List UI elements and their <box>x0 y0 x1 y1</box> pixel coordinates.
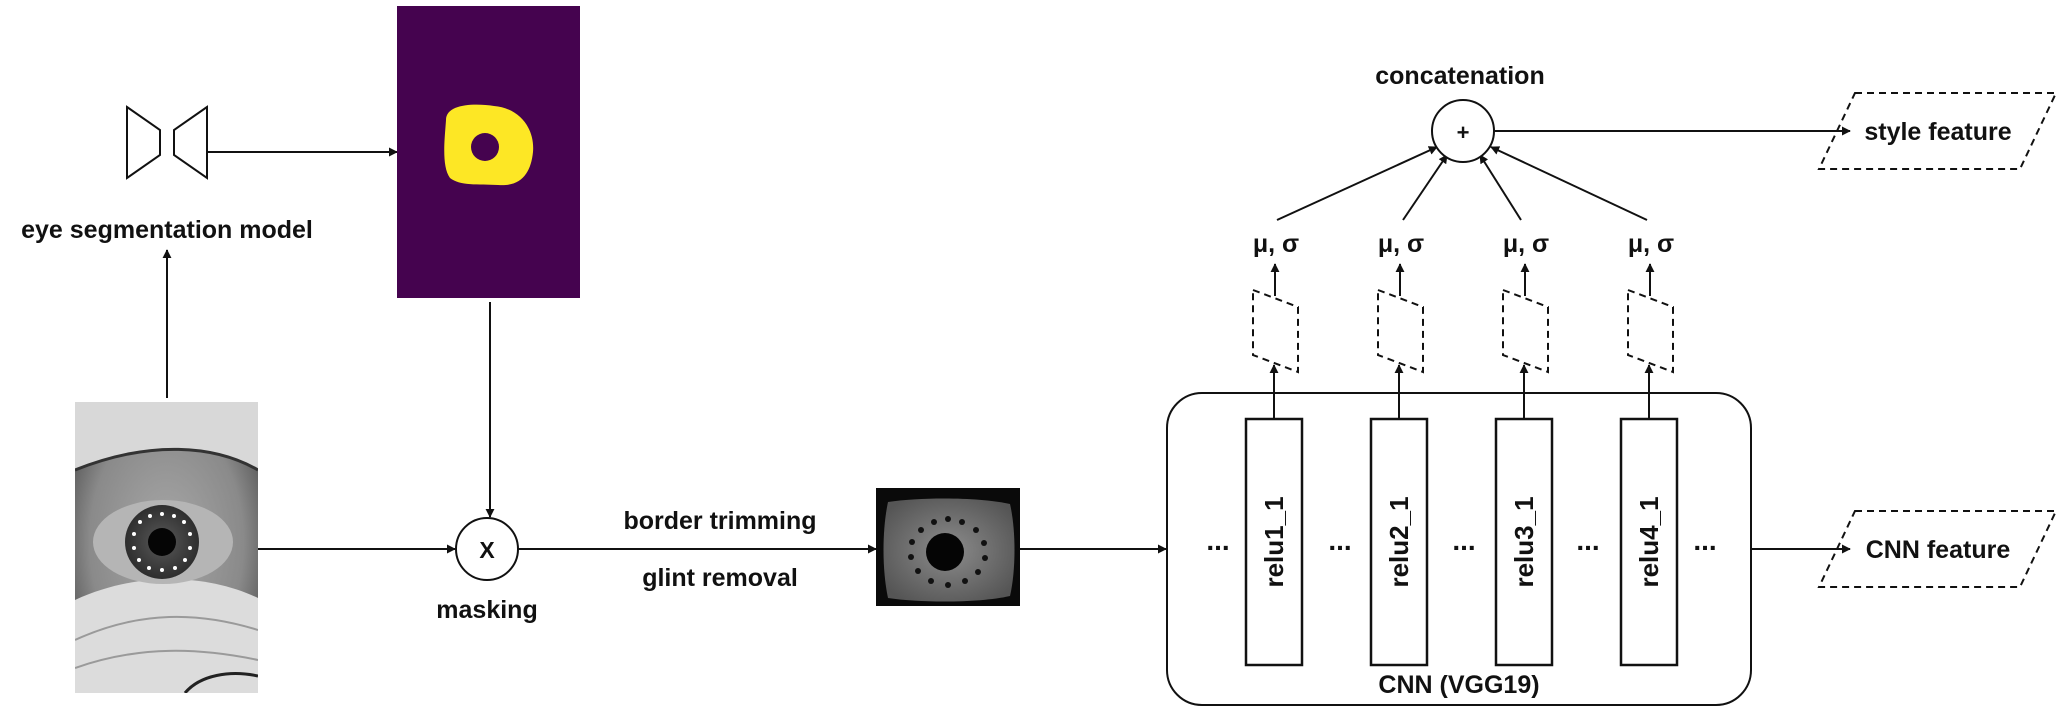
relu-layer-3: relu3_1 <box>1494 417 1554 667</box>
feature-maps <box>1252 288 1674 374</box>
segmentation-model-icon <box>126 105 208 180</box>
style-feature-output <box>1817 92 2058 170</box>
glint-removal-label: glint removal <box>642 564 798 592</box>
relu-to-feature-arrows <box>1269 364 1654 419</box>
cnn-ellipses: ... ... ... ... ... <box>1206 525 1716 556</box>
feature-map-2 <box>1377 288 1424 374</box>
stat-label-1: μ, σ <box>1253 230 1299 258</box>
stat-labels: μ, σ μ, σ μ, σ μ, σ <box>1253 230 1674 258</box>
cnn-feature-output <box>1817 510 2058 588</box>
ellipsis: ... <box>1452 525 1475 556</box>
ellipsis: ... <box>1328 525 1351 556</box>
svg-text:relu4_1: relu4_1 <box>1634 496 1664 587</box>
svg-text:relu3_1: relu3_1 <box>1509 496 1539 587</box>
ellipsis: ... <box>1576 525 1599 556</box>
stats-to-concat-arrows <box>1276 146 1648 221</box>
segmentation-model-label: eye segmentation model <box>21 216 313 244</box>
border-trimming-label: border trimming <box>623 507 816 535</box>
masking-symbol: X <box>479 537 495 563</box>
masking-label: masking <box>436 596 537 624</box>
feature-map-1 <box>1252 288 1299 374</box>
feature-map-3 <box>1502 288 1549 374</box>
segmentation-mask-image <box>397 6 580 298</box>
cnn-feature-label: CNN feature <box>1866 536 2011 564</box>
stat-label-3: μ, σ <box>1503 230 1549 258</box>
ellipsis: ... <box>1206 525 1229 556</box>
feature-to-stats-arrows <box>1270 263 1655 296</box>
stat-label-2: μ, σ <box>1378 230 1424 258</box>
relu-layer-1: relu1_1 <box>1244 417 1304 667</box>
relu-layer-2: relu2_1 <box>1369 417 1429 667</box>
cnn-name-label: CNN (VGG19) <box>1378 671 1539 699</box>
feature-map-4 <box>1627 288 1674 374</box>
style-feature-label: style feature <box>1864 118 2011 146</box>
relu-layer-4: relu4_1 <box>1619 417 1679 667</box>
ellipsis: ... <box>1693 525 1716 556</box>
trimmed-eye-image <box>876 488 1020 606</box>
input-eye-image <box>75 402 258 693</box>
concatenation-symbol: + <box>1457 120 1470 145</box>
concatenation-label: concatenation <box>1375 62 1544 90</box>
svg-text:relu1_1: relu1_1 <box>1259 496 1289 587</box>
stat-label-4: μ, σ <box>1628 230 1674 258</box>
svg-text:relu2_1: relu2_1 <box>1384 496 1414 587</box>
